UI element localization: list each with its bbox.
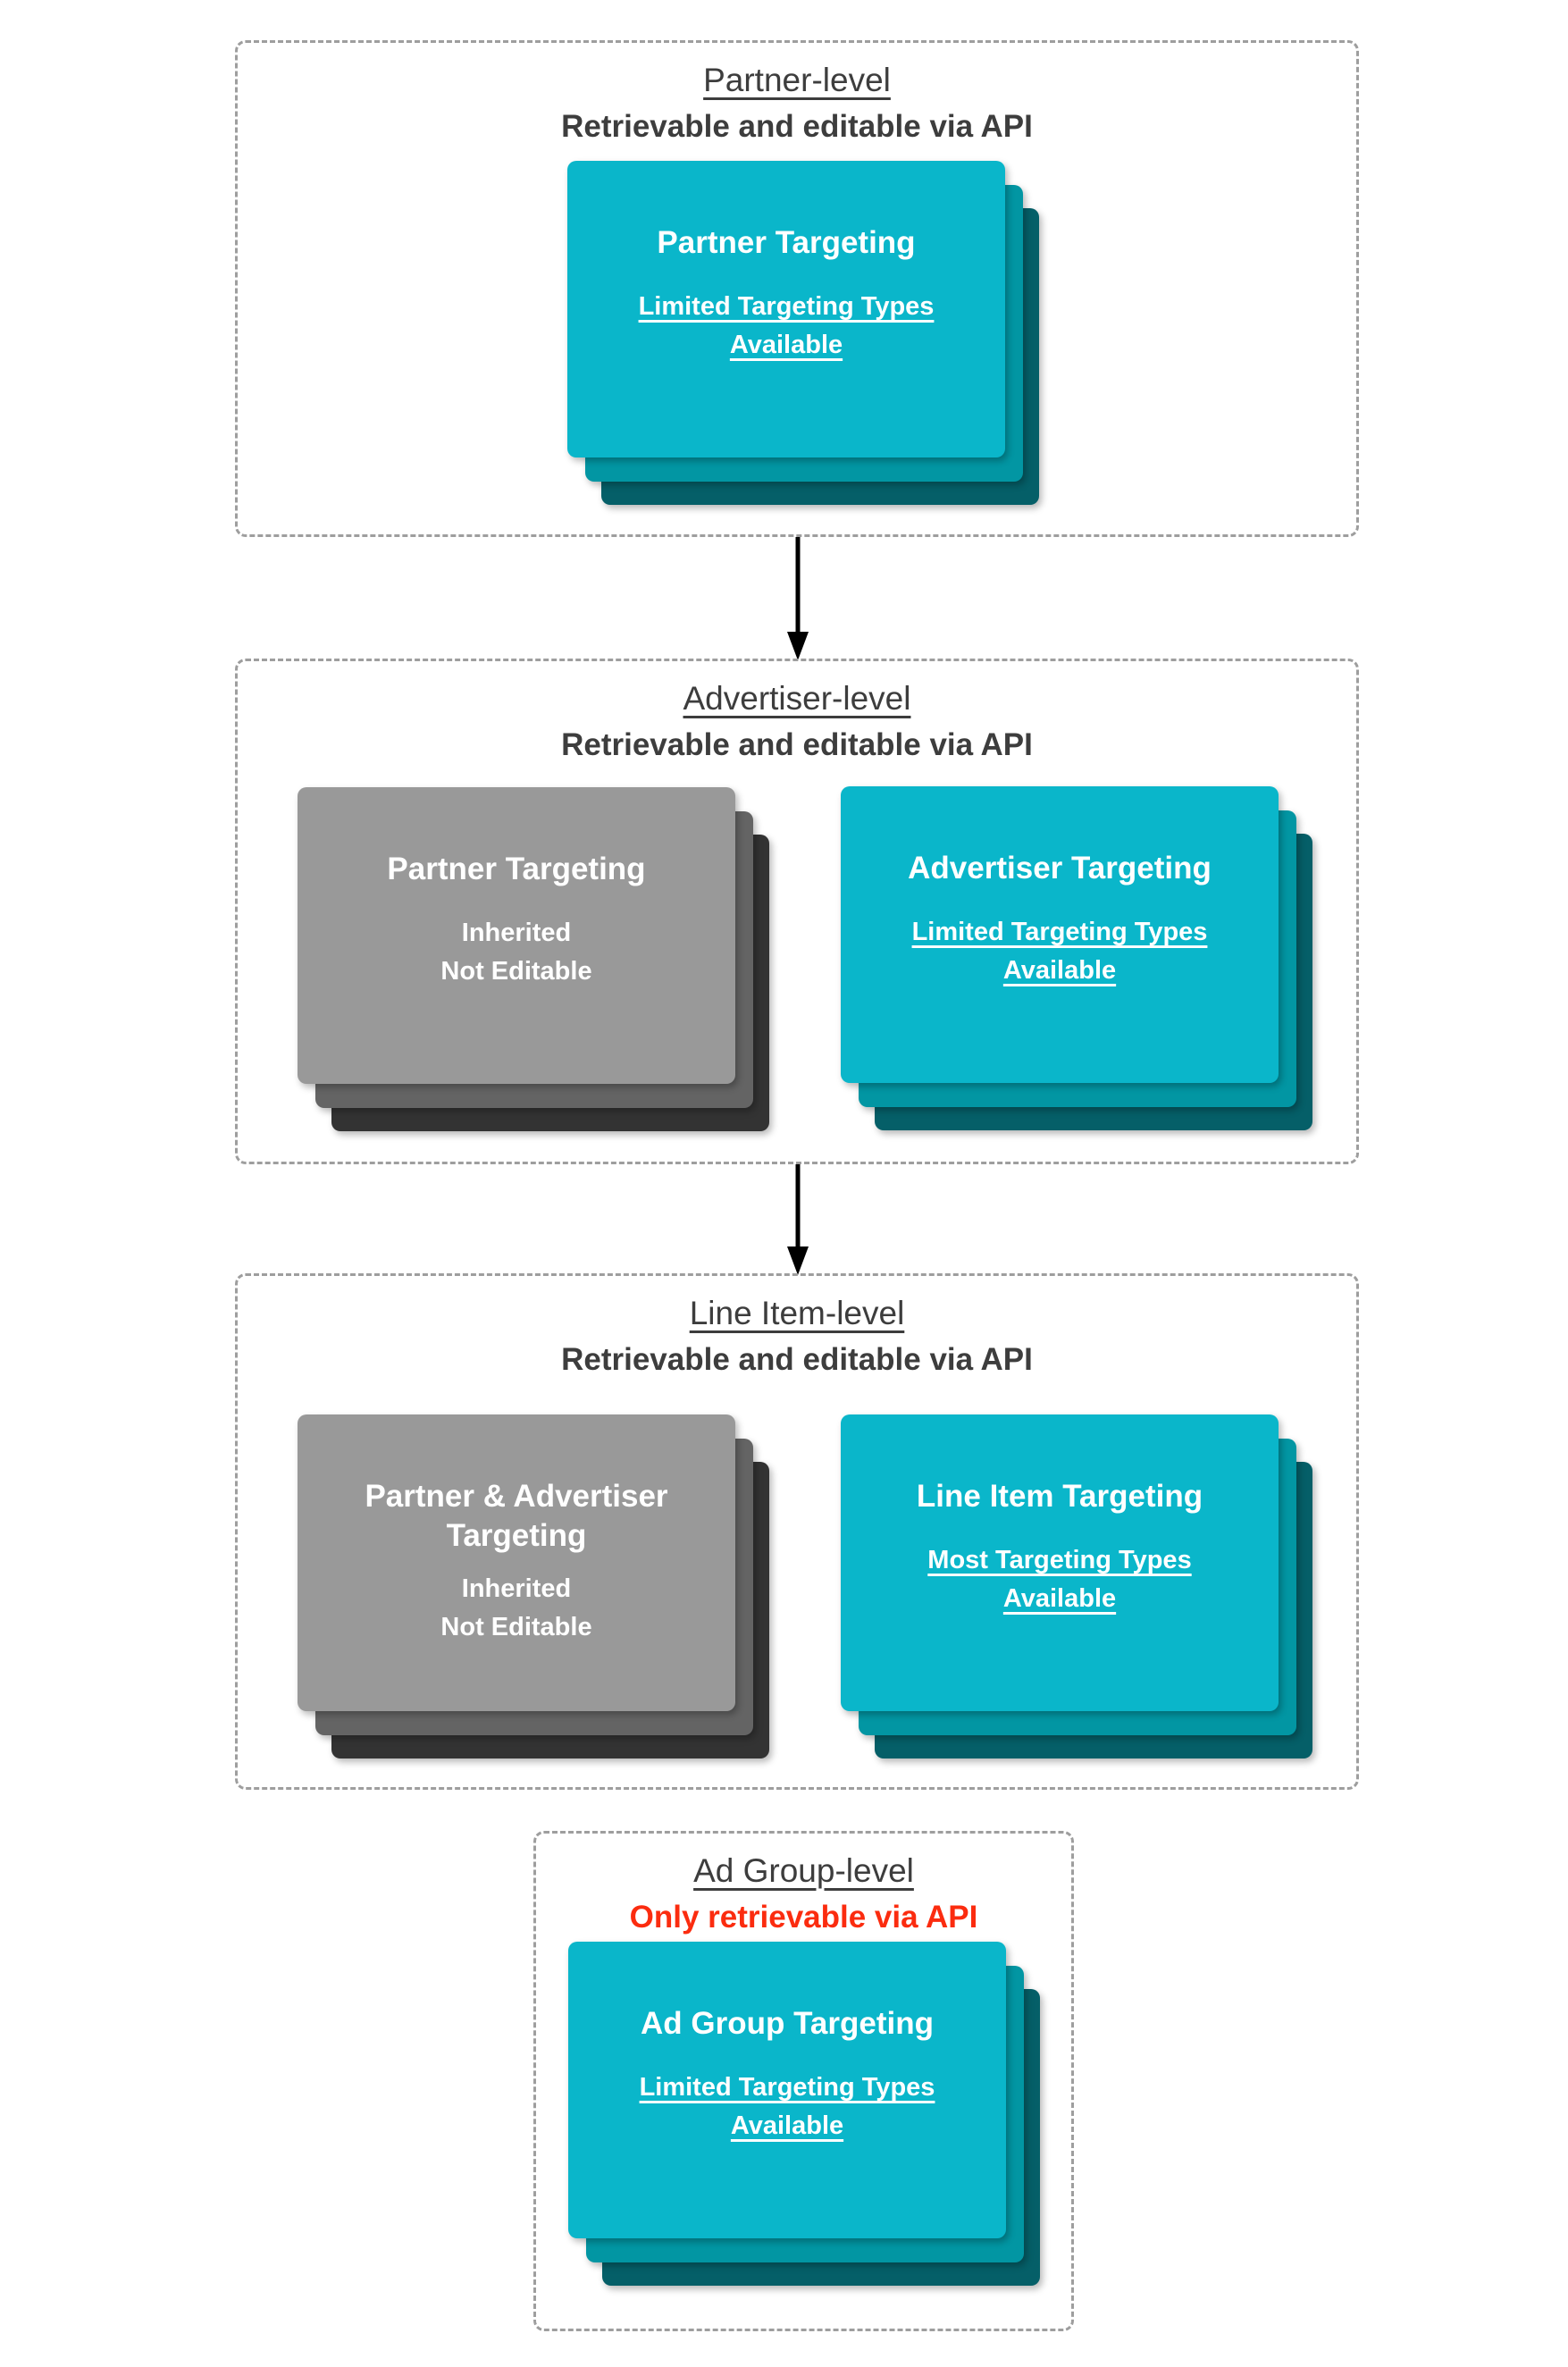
card-ad-group-targeting: Ad Group Targeting Limited Targeting Typ… xyxy=(568,1942,1006,2238)
section-subtitle: Retrievable and editable via API xyxy=(561,726,1033,762)
card-link-limited-targeting-types[interactable]: Limited Targeting Types Available xyxy=(848,913,1271,991)
section-subtitle-alert: Only retrievable via API xyxy=(629,1899,978,1935)
card-inherited-partner-targeting: Partner Targeting Inherited Not Editable xyxy=(298,787,735,1084)
card-title: Ad Group Targeting xyxy=(641,2006,934,2041)
section-header: Partner-level Retrievable and editable v… xyxy=(238,61,1356,145)
card-link-limited-targeting-types[interactable]: Limited Targeting Types Available xyxy=(574,288,998,365)
card-title: Partner Targeting xyxy=(657,225,916,260)
card-title: Line Item Targeting xyxy=(916,1479,1203,1514)
card-link-line: Available xyxy=(729,331,843,360)
section-title: Line Item-level xyxy=(689,1295,905,1331)
arrow-down-icon xyxy=(784,537,812,660)
card-title: Partner & Advertiser Targeting xyxy=(365,1479,668,1553)
section-ad-group-level: Ad Group-level Only retrievable via API … xyxy=(533,1831,1074,2331)
card-link-limited-targeting-types[interactable]: Limited Targeting Types Available xyxy=(575,2069,999,2146)
card-line-item-targeting: Line Item Targeting Most Targeting Types… xyxy=(841,1414,1279,1711)
section-title: Partner-level xyxy=(703,62,891,98)
card-stack-advertiser-targeting: Advertiser Targeting Limited Targeting T… xyxy=(841,786,1312,1130)
section-partner-level: Partner-level Retrievable and editable v… xyxy=(235,40,1359,537)
card-link-line: Most Targeting Types xyxy=(927,1545,1192,1574)
section-header: Line Item-level Retrievable and editable… xyxy=(238,1294,1356,1378)
section-subtitle: Retrievable and editable via API xyxy=(561,1341,1033,1377)
section-line-item-level: Line Item-level Retrievable and editable… xyxy=(235,1273,1359,1790)
arrow-down-icon xyxy=(784,1164,812,1275)
section-title: Ad Group-level xyxy=(693,1852,914,1889)
section-header: Ad Group-level Only retrievable via API xyxy=(536,1851,1071,1935)
section-advertiser-level: Advertiser-level Retrievable and editabl… xyxy=(235,659,1359,1164)
card-title: Partner Targeting xyxy=(387,852,646,886)
card-title: Advertiser Targeting xyxy=(908,851,1212,886)
section-title: Advertiser-level xyxy=(683,680,911,717)
card-link-line: Available xyxy=(1002,1584,1117,1614)
card-info-line: Not Editable xyxy=(440,957,592,986)
card-advertiser-targeting: Advertiser Targeting Limited Targeting T… xyxy=(841,786,1279,1083)
card-link-most-targeting-types[interactable]: Most Targeting Types Available xyxy=(848,1541,1271,1619)
card-link-line: Available xyxy=(730,2111,844,2141)
card-link-line: Limited Targeting Types xyxy=(911,917,1208,946)
card-partner-targeting: Partner Targeting Limited Targeting Type… xyxy=(567,161,1005,457)
card-inherited-partner-advertiser-targeting: Partner & Advertiser Targeting Inherited… xyxy=(298,1414,735,1711)
card-info-line: Inherited xyxy=(461,918,572,947)
card-info-line: Not Editable xyxy=(440,1613,592,1641)
card-stack-partner-targeting: Partner Targeting Limited Targeting Type… xyxy=(567,161,1039,505)
card-info-line: Inherited xyxy=(461,1574,572,1603)
card-stack-line-item-targeting: Line Item Targeting Most Targeting Types… xyxy=(841,1414,1312,1758)
section-header: Advertiser-level Retrievable and editabl… xyxy=(238,679,1356,763)
card-stack-ad-group-targeting: Ad Group Targeting Limited Targeting Typ… xyxy=(568,1942,1040,2286)
card-stack-inherited-partner-advertiser-targeting: Partner & Advertiser Targeting Inherited… xyxy=(298,1414,769,1758)
section-subtitle: Retrievable and editable via API xyxy=(561,108,1033,144)
card-link-line: Limited Targeting Types xyxy=(639,2072,935,2102)
card-link-line: Limited Targeting Types xyxy=(638,291,935,321)
card-info: Inherited Not Editable xyxy=(305,914,728,992)
card-link-line: Available xyxy=(1002,956,1117,986)
card-stack-inherited-partner-targeting: Partner Targeting Inherited Not Editable xyxy=(298,787,769,1131)
card-info: Inherited Not Editable xyxy=(305,1570,728,1648)
